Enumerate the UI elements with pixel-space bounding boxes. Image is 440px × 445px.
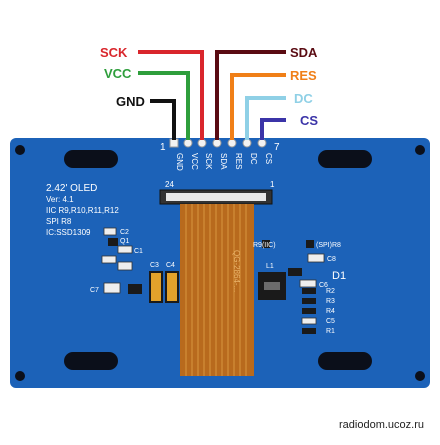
resistor-r3 bbox=[302, 298, 316, 304]
label-c7: C7 bbox=[90, 287, 99, 294]
fpc-connector-inner bbox=[166, 193, 266, 201]
pad-gnd bbox=[169, 138, 179, 148]
component-c2 bbox=[103, 227, 117, 236]
wire-labels: SCK VCC GND SDA RES DC CS bbox=[100, 45, 318, 128]
wire-sda bbox=[215, 50, 286, 140]
label-r3: R3 bbox=[326, 298, 335, 305]
corner-hole-tl bbox=[15, 145, 25, 155]
wire-dc bbox=[245, 96, 286, 140]
wire-sck bbox=[138, 50, 204, 140]
silk-ic: IC:SSD1309 bbox=[46, 228, 91, 237]
wire-cs bbox=[260, 118, 286, 140]
pin-number-7: 7 bbox=[274, 142, 280, 153]
ribbon-label: QG-2864-... bbox=[232, 250, 241, 292]
wire-label-gnd: GND bbox=[116, 94, 145, 109]
mounting-hole-bottom-right bbox=[318, 352, 372, 370]
corner-hole-bl bbox=[15, 371, 25, 381]
mounting-hole-top-right bbox=[318, 150, 372, 168]
pin-label-sck: SCK bbox=[204, 153, 213, 170]
label-q1: Q1 bbox=[120, 238, 129, 245]
component-c1 bbox=[117, 245, 133, 254]
silk-version: Ver: 4.1 bbox=[46, 195, 74, 204]
silk-spi: SPI R8 bbox=[46, 217, 72, 226]
wire-label-cs: CS bbox=[300, 113, 318, 128]
wire-label-vcc: VCC bbox=[104, 66, 132, 81]
label-c1: C1 bbox=[134, 248, 143, 255]
pad-sda bbox=[212, 138, 222, 148]
pad-sck bbox=[197, 138, 207, 148]
component-c7 bbox=[103, 282, 121, 294]
label-c4: C4 bbox=[166, 262, 175, 269]
label-c2: C2 bbox=[120, 229, 129, 236]
silk-title: 2.42' OLED bbox=[46, 183, 97, 194]
component-labels-right: R9(IIC) (SPI)R8 C8 L1 D1 C6 R2 R3 R4 C5 … bbox=[253, 242, 346, 335]
resistor-r4 bbox=[302, 308, 316, 314]
wire-label-sda: SDA bbox=[290, 45, 318, 60]
ribbon-traces bbox=[185, 204, 247, 376]
diode-d1 bbox=[288, 268, 302, 276]
components-left bbox=[101, 227, 179, 303]
mounting-hole-bottom-left bbox=[64, 352, 118, 370]
pin-number-1: 1 bbox=[160, 142, 166, 153]
header-pads bbox=[169, 138, 267, 148]
label-r9-iic: R9(IIC) bbox=[253, 242, 276, 249]
wire-label-sck: SCK bbox=[100, 45, 128, 60]
silkscreen-left: 2.42' OLED Ver: 4.1 IIC R9,R10,R11,R12 S… bbox=[46, 183, 119, 237]
wire-gnd bbox=[150, 99, 176, 140]
component-c8 bbox=[307, 253, 325, 263]
capacitor-c4 bbox=[165, 271, 179, 303]
wire-vcc bbox=[138, 71, 190, 140]
pin-label-gnd: GND bbox=[175, 153, 184, 171]
pin-label-vcc: VCC bbox=[190, 153, 199, 170]
fpc-pin-1: 1 bbox=[270, 180, 275, 189]
mounting-holes bbox=[15, 145, 425, 381]
header-pin-labels: GND VCC SCK SDA RES DC CS bbox=[175, 153, 273, 171]
pin-label-cs: CS bbox=[264, 153, 273, 164]
label-d1: D1 bbox=[332, 270, 346, 282]
component-c7-right bbox=[128, 284, 142, 294]
component-c5 bbox=[301, 317, 317, 325]
watermark: radiodom.ucoz.ru bbox=[339, 419, 424, 431]
corner-hole-tr bbox=[415, 145, 425, 155]
label-c3: C3 bbox=[150, 262, 159, 269]
resistor-r2 bbox=[302, 288, 316, 294]
inductor-l1-center bbox=[264, 282, 280, 290]
ribbon-cable bbox=[180, 204, 254, 376]
label-r2: R2 bbox=[326, 288, 335, 295]
silk-iic: IIC R9,R10,R11,R12 bbox=[46, 206, 119, 215]
jumper-r8 bbox=[306, 240, 314, 248]
component-q1 bbox=[108, 238, 118, 246]
component-c3-c4-pad bbox=[101, 255, 117, 264]
wire-routes bbox=[138, 50, 286, 140]
jumper-r9 bbox=[262, 240, 270, 248]
components-right bbox=[258, 240, 325, 334]
fpc-pin-24: 24 bbox=[165, 180, 174, 189]
capacitor-c3 bbox=[149, 271, 163, 303]
wire-res bbox=[230, 73, 286, 140]
label-spi-r8: (SPI)R8 bbox=[316, 242, 341, 249]
pin-label-res: RES bbox=[234, 153, 243, 169]
resistor-r1 bbox=[302, 328, 316, 334]
pad-dc bbox=[242, 138, 252, 148]
mounting-hole-top-left bbox=[64, 150, 118, 168]
component-labels-left: C2 Q1 C1 C3 C4 C7 bbox=[90, 229, 175, 294]
label-c5: C5 bbox=[326, 318, 335, 325]
label-l1: L1 bbox=[266, 263, 274, 270]
wire-label-dc: DC bbox=[294, 91, 313, 106]
label-c8: C8 bbox=[327, 256, 336, 263]
component-c6 bbox=[299, 279, 317, 288]
pin-label-dc: DC bbox=[249, 153, 258, 165]
pad-res bbox=[227, 138, 237, 148]
label-c6: C6 bbox=[319, 282, 328, 289]
pad-vcc bbox=[183, 138, 193, 148]
label-r4: R4 bbox=[326, 308, 335, 315]
pad-cs bbox=[257, 138, 267, 148]
corner-hole-br bbox=[415, 371, 425, 381]
label-r1: R1 bbox=[326, 328, 335, 335]
pin-label-sda: SDA bbox=[219, 153, 228, 170]
wire-label-res: RES bbox=[290, 68, 317, 83]
component-c3-left bbox=[117, 261, 133, 271]
